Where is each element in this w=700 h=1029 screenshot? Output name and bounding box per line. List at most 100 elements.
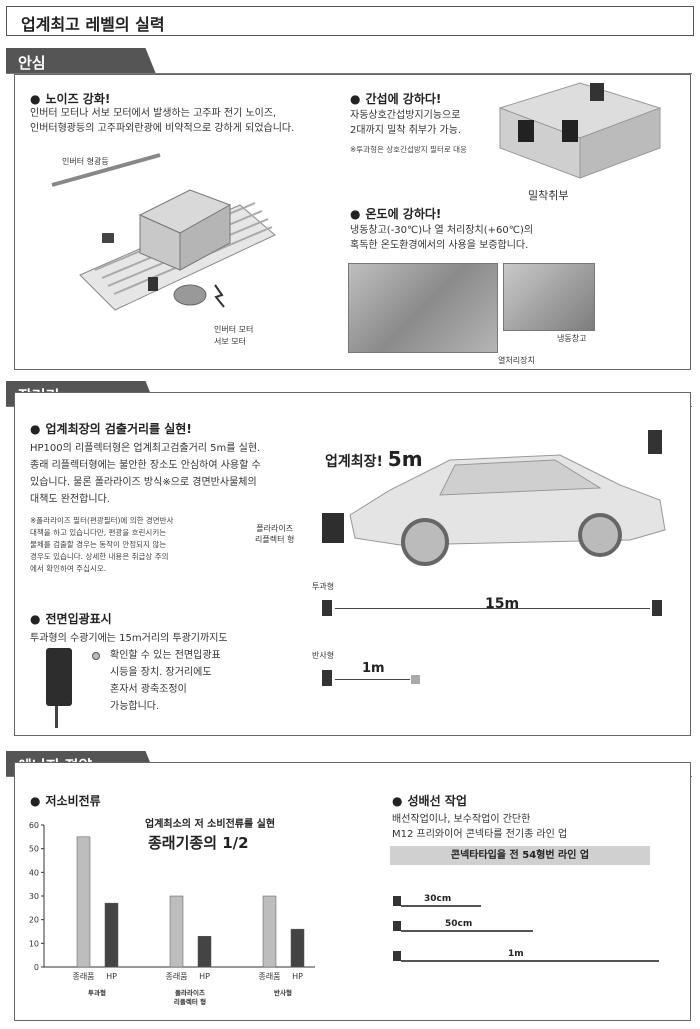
cable-50cm — [401, 930, 533, 932]
wiring-text-line: M12 프리와이어 콘넥타를 전기종 라인 업 — [392, 829, 568, 840]
category-label: HP — [292, 972, 303, 981]
chart-subtitle-text: 종래기종의 1/2 — [148, 834, 249, 852]
bar-conventional — [262, 895, 277, 968]
indicator-text: 확인할 수 있는 전면입광표 시등을 장치. 장거리에도 혼자서 광축조정이 가… — [110, 647, 221, 715]
temperature-text: 냉동창고(-30℃)나 열 처리장치(+60℃)의 혹독한 온도환경에서의 사용… — [350, 223, 533, 253]
noise-text-line: 인버터 모터나 서보 모터에서 발생하는 고주파 전기 노이즈, — [30, 108, 277, 119]
note-line: 에서 확인하여 주십시오. — [30, 564, 107, 573]
noise-heading: 노이즈 강화! — [30, 90, 110, 107]
range-note: ※폴라라이즈 필터(편광필터)에 의한 경면반사 대책을 하고 있습니다만, 편… — [30, 515, 215, 575]
reflector-sensor-icon — [322, 513, 344, 543]
y-tick-label: 30 — [29, 892, 39, 901]
category-label: HP — [106, 972, 117, 981]
polarize-label-line: 폴라라이즈 — [256, 524, 294, 533]
indicator-text-line: 시등을 장치. 장거리에도 — [110, 667, 212, 678]
category-label: 종래품 — [165, 972, 187, 981]
diffuse-distance-line — [335, 679, 410, 680]
indicator-lamp-icon — [92, 652, 100, 660]
range-text-line: 종래 리플렉터형에는 불안한 장소도 안심하여 사용할 수 — [30, 460, 261, 471]
callout-prefix: 업계최장! — [325, 454, 383, 470]
diffuse-distance: 1m — [362, 661, 385, 676]
target-object-icon — [411, 675, 420, 684]
y-tick-label: 0 — [34, 963, 39, 972]
freezer-label: 냉동창고 — [557, 334, 587, 343]
cable-1m — [401, 960, 659, 962]
interference-text-line: 자동상호간섭방지기능으로 — [350, 110, 461, 121]
panel-energy — [14, 762, 691, 1021]
bar-conventional — [169, 895, 184, 968]
noise-text: 인버터 모터나 서보 모터에서 발생하는 고주파 전기 노이즈, 인버터형광등의… — [30, 106, 330, 136]
polarize-label-line: 리플렉터 형 — [255, 535, 295, 544]
wiring-text: 배선작업이나, 보수작업이 간단한 M12 프리와이어 콘넥타를 전기종 라인 … — [392, 812, 567, 842]
sensor-mount-illustration — [498, 82, 662, 179]
wiring-text-line: 배선작업이나, 보수작업이 간단한 — [392, 814, 531, 825]
wiring-heading: 성배선 작업 — [392, 792, 466, 809]
range-text-line: HP100의 리플렉터형은 업계최고검출거리 5m를 실현. — [30, 443, 261, 454]
connector-icon — [393, 896, 401, 906]
temperature-text-line: 냉동창고(-30℃)나 열 처리장치(+60℃)의 — [350, 225, 534, 236]
emitter-icon — [322, 600, 332, 616]
y-tick-label: 10 — [29, 939, 39, 948]
note-line: 물체를 검출할 경우는 동작이 안정되지 않는 — [30, 540, 167, 549]
motor-label-line: 서보 모터 — [214, 337, 246, 346]
range-heading: 업계최장의 검출거리를 실현! — [30, 420, 191, 437]
bar-hp — [290, 928, 305, 968]
interference-text-line: 2대까지 밀착 취부가 가능. — [350, 125, 462, 136]
range-text: HP100의 리플렉터형은 업계최고검출거리 5m를 실현. 종래 리플렉터형에… — [30, 440, 305, 508]
interference-note: ※투과형은 상호간섭방지 필터로 대응 — [350, 145, 467, 154]
connector-icon — [393, 951, 401, 961]
group-label: 폴라라이즈 — [175, 988, 205, 997]
cable-length-label: 1m — [508, 949, 524, 959]
note-line: 대책을 하고 있습니다만, 편광을 흐린시키는 — [30, 528, 167, 537]
thru-distance-line — [335, 608, 650, 609]
thru-label: 투과형 — [312, 582, 335, 591]
section-title: 안심 — [18, 54, 46, 72]
motor-label: 인버터 모터 서보 모터 — [214, 324, 253, 348]
range-text-line: 대책도 완전합니다. — [30, 494, 110, 505]
cable-length-label: 30cm — [424, 894, 452, 904]
callout-value: 5m — [387, 447, 423, 471]
chart-title: 업계최소의 저 소비전류를 실현 — [145, 819, 276, 830]
y-tick-label: 20 — [29, 916, 39, 925]
lineup-banner: 콘넥타타입을 전 54형번 라인 업 — [390, 846, 650, 865]
temperature-text-line: 혹독한 온도환경에서의 사용을 보증합니다. — [350, 240, 529, 251]
divider — [6, 73, 692, 74]
page-title-bar: 업계최고 레벨의 실력 — [6, 6, 694, 36]
heat-treatment-photo — [348, 263, 498, 353]
interference-text: 자동상호간섭방지기능으로 2대까지 밀착 취부가 가능. — [350, 108, 461, 138]
bar-conventional — [76, 836, 91, 968]
polarize-label: 폴라라이즈 리플렉터 형 — [255, 523, 294, 545]
bar-hp — [197, 935, 212, 968]
noise-text-line: 인버터형광등의 고주파외란광에 비약적으로 강하게 되었습니다. — [30, 123, 295, 134]
thru-distance: 15m — [485, 596, 520, 612]
cable-30cm — [401, 905, 481, 907]
range-text-line: 있습니다. 물론 폴라라이즈 방식※으로 경면반사물체의 — [30, 477, 257, 488]
indicator-text-line: 혼자서 광축조정이 — [110, 684, 187, 695]
mount-label: 밀착취부 — [528, 189, 569, 202]
interference-heading: 간섭에 강하다! — [350, 90, 441, 107]
motor-label-line: 인버터 모터 — [214, 325, 254, 334]
car-illustration — [349, 430, 666, 566]
diffuse-label: 반사형 — [312, 651, 335, 660]
temperature-heading: 온도에 강하다! — [350, 205, 441, 222]
category-label: HP — [199, 972, 210, 981]
power-heading: 저소비전류 — [30, 792, 100, 809]
panel-range — [14, 392, 691, 736]
sensor-cable — [55, 706, 58, 728]
note-line: ※폴라라이즈 필터(편광필터)에 의한 경면반사 — [30, 516, 174, 525]
range-callout: 업계최장! 5m — [325, 447, 423, 471]
receiver-icon — [652, 600, 662, 616]
note-line: 경우도 있습니다. 상세한 내용은 취급상 주의 — [30, 552, 169, 561]
page-title: 업계최고 레벨의 실력 — [21, 15, 165, 34]
indicator-text-line: 투과형의 수광기에는 15m거리의 투광기까지도 — [30, 633, 228, 644]
connector-icon — [393, 921, 401, 931]
category-label: 종래품 — [72, 972, 94, 981]
indicator-text-line: 확인할 수 있는 전면입광표 — [110, 650, 221, 661]
y-tick-label: 40 — [29, 868, 39, 877]
diffuse-sensor-icon — [322, 670, 332, 686]
indicator-heading: 전면입광표시 — [30, 610, 111, 627]
group-label: 투과형 — [88, 988, 106, 997]
group-label: 리플렉터 형 — [174, 997, 206, 1006]
category-label: 종래품 — [258, 972, 280, 981]
